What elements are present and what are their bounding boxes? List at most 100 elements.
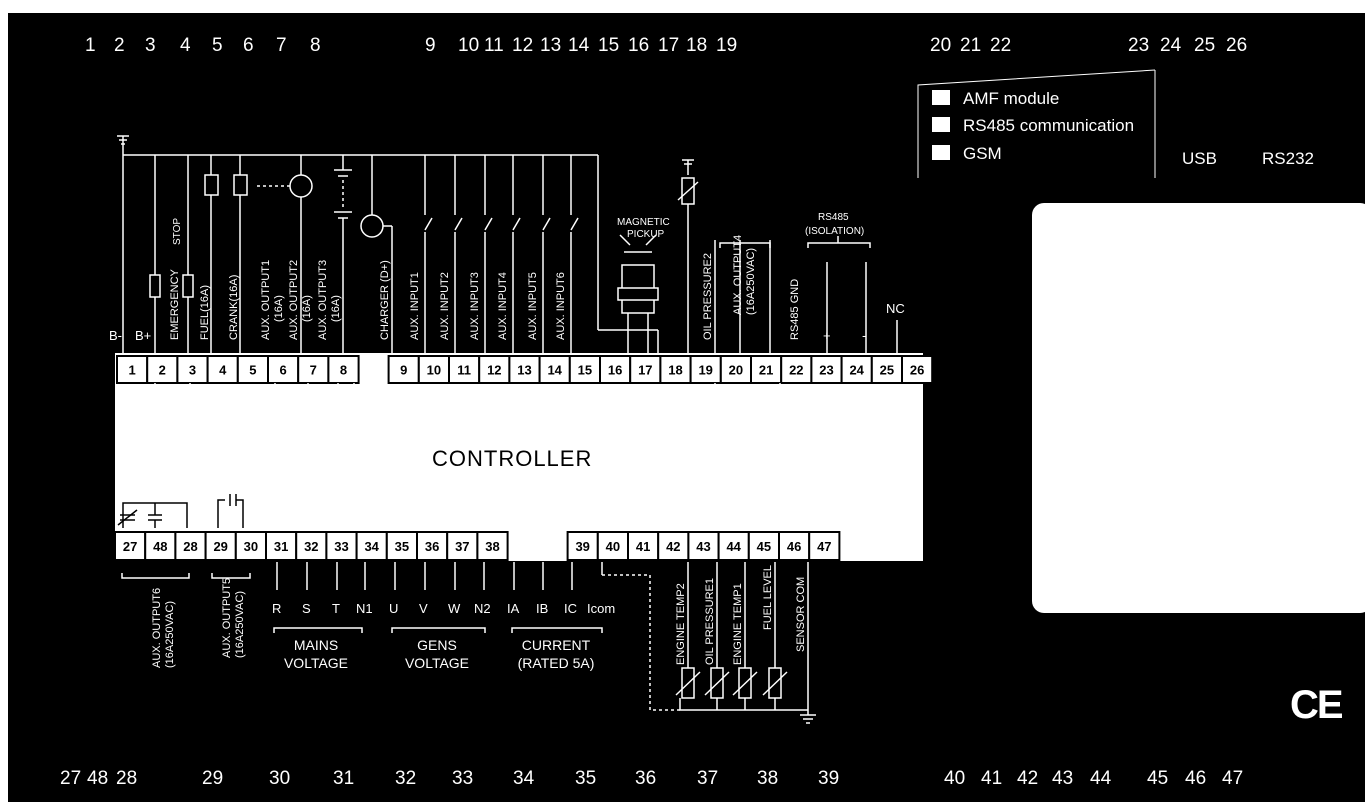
terminal-number: 8: [340, 363, 347, 378]
bottom-number: 27: [60, 768, 81, 789]
terminal-number: 34: [364, 539, 379, 554]
terminal: 11: [448, 355, 481, 384]
top-number: 9: [425, 35, 436, 56]
n2-label: N2: [474, 601, 491, 616]
terminal-number: 30: [244, 539, 258, 554]
terminal-number: 42: [666, 539, 680, 554]
b-plus-label: B+: [135, 328, 151, 343]
top-number: 26: [1226, 35, 1247, 56]
terminal: 7: [297, 355, 330, 384]
top-number: 21: [960, 35, 981, 56]
aux-input1-label: AUX. INPUT1: [409, 272, 421, 340]
bottom-number: 34: [513, 768, 535, 789]
terminal-number: 19: [698, 363, 712, 378]
terminal-number: 25: [880, 363, 894, 378]
bottom-number: 41: [981, 768, 1002, 789]
gens-voltage-label: VOLTAGE: [405, 655, 469, 671]
terminal: 40: [596, 531, 629, 561]
top-number: 14: [568, 35, 590, 56]
pickup-label: PICKUP: [627, 229, 665, 240]
aux-output4-label: AUX. OUTPUT4: [732, 235, 744, 315]
terminal-number: 37: [455, 539, 469, 554]
terminal-number: 35: [395, 539, 409, 554]
aux-output3-label: AUX. OUTPUT3: [317, 260, 329, 340]
magnetic-label: MAGNETIC: [617, 217, 670, 228]
bottom-number: 28: [116, 768, 137, 789]
terminal-number: 15: [578, 363, 592, 378]
legend-swatch-amf: [932, 90, 950, 105]
fuel-label: FUEL(16A): [199, 285, 211, 340]
terminal-number: 44: [726, 539, 741, 554]
terminal-number: 2: [159, 363, 166, 378]
terminal: 16: [599, 355, 632, 384]
terminal: 46: [778, 531, 811, 561]
terminal: 12: [478, 355, 511, 384]
charger-label: CHARGER (D+): [379, 260, 391, 340]
terminal: 33: [325, 531, 358, 561]
current-label: CURRENT: [522, 637, 591, 653]
n1-label: N1: [356, 601, 373, 616]
aux-output2-amp: (16A): [301, 295, 313, 322]
r-label: R: [272, 601, 281, 616]
bottom-number: 37: [697, 768, 718, 789]
terminal: 34: [355, 531, 388, 561]
terminal-number: 31: [274, 539, 288, 554]
terminal-number: 4: [219, 363, 227, 378]
bottom-number: 47: [1222, 768, 1243, 789]
terminal-number: 38: [485, 539, 499, 554]
bottom-number: 29: [202, 768, 223, 789]
bottom-number: 45: [1147, 768, 1168, 789]
top-number: 4: [180, 35, 191, 56]
terminal-number: 43: [696, 539, 710, 554]
top-number: 1: [85, 35, 96, 56]
terminal-number: 33: [334, 539, 348, 554]
aux-input3-label: AUX. INPUT3: [469, 272, 481, 340]
bottom-number: 44: [1090, 768, 1112, 789]
terminal: 28: [174, 531, 207, 561]
bottom-number: 48: [87, 768, 108, 789]
top-number: 2: [114, 35, 125, 56]
terminal-number: 7: [310, 363, 317, 378]
bottom-number: 40: [944, 768, 965, 789]
bottom-number: 31: [333, 768, 354, 789]
terminal: 3: [176, 355, 209, 384]
aux-input4-label: AUX. INPUT4: [497, 272, 509, 340]
bottom-number: 46: [1185, 768, 1206, 789]
aux-output5-label: AUX. OUTPUT5: [221, 578, 233, 658]
terminal: 13: [508, 355, 541, 384]
t-label: T: [332, 601, 340, 616]
terminal: 23: [810, 355, 843, 384]
terminal-number: 16: [608, 363, 622, 378]
terminal-number: 46: [787, 539, 801, 554]
u-label: U: [389, 601, 398, 616]
terminal-number: 23: [819, 363, 833, 378]
terminal: 48: [144, 531, 177, 561]
terminal-number: 41: [636, 539, 650, 554]
rs485-plus-label: +: [823, 328, 831, 343]
terminal: 35: [385, 531, 418, 561]
terminal-number: 12: [487, 363, 501, 378]
terminal-number: 21: [759, 363, 773, 378]
terminal-number: 29: [213, 539, 227, 554]
oil-pressure2-label: OIL PRESSURE2: [702, 253, 714, 340]
v-label: V: [419, 601, 428, 616]
terminal-number: 14: [547, 363, 562, 378]
top-number: 19: [716, 35, 737, 56]
legend-swatch-rs485: [932, 117, 950, 132]
terminal: 10: [417, 355, 450, 384]
emergency-label: EMERGENCY: [169, 268, 181, 340]
terminal: 39: [566, 531, 599, 561]
terminal: 19: [689, 355, 722, 384]
top-number: 5: [212, 35, 223, 56]
terminal: 1: [116, 355, 149, 384]
mains-voltage-label: VOLTAGE: [284, 655, 348, 671]
b-minus-label: B-: [109, 328, 122, 343]
display-window: [1032, 203, 1365, 613]
rs485-gnd-label: RS485 GND: [789, 279, 801, 340]
terminal: 29: [204, 531, 237, 561]
bottom-number: 33: [452, 768, 473, 789]
aux-output3-amp: (16A): [330, 295, 342, 322]
legend-amf: AMF module: [963, 89, 1059, 108]
terminal-number: 9: [400, 363, 407, 378]
